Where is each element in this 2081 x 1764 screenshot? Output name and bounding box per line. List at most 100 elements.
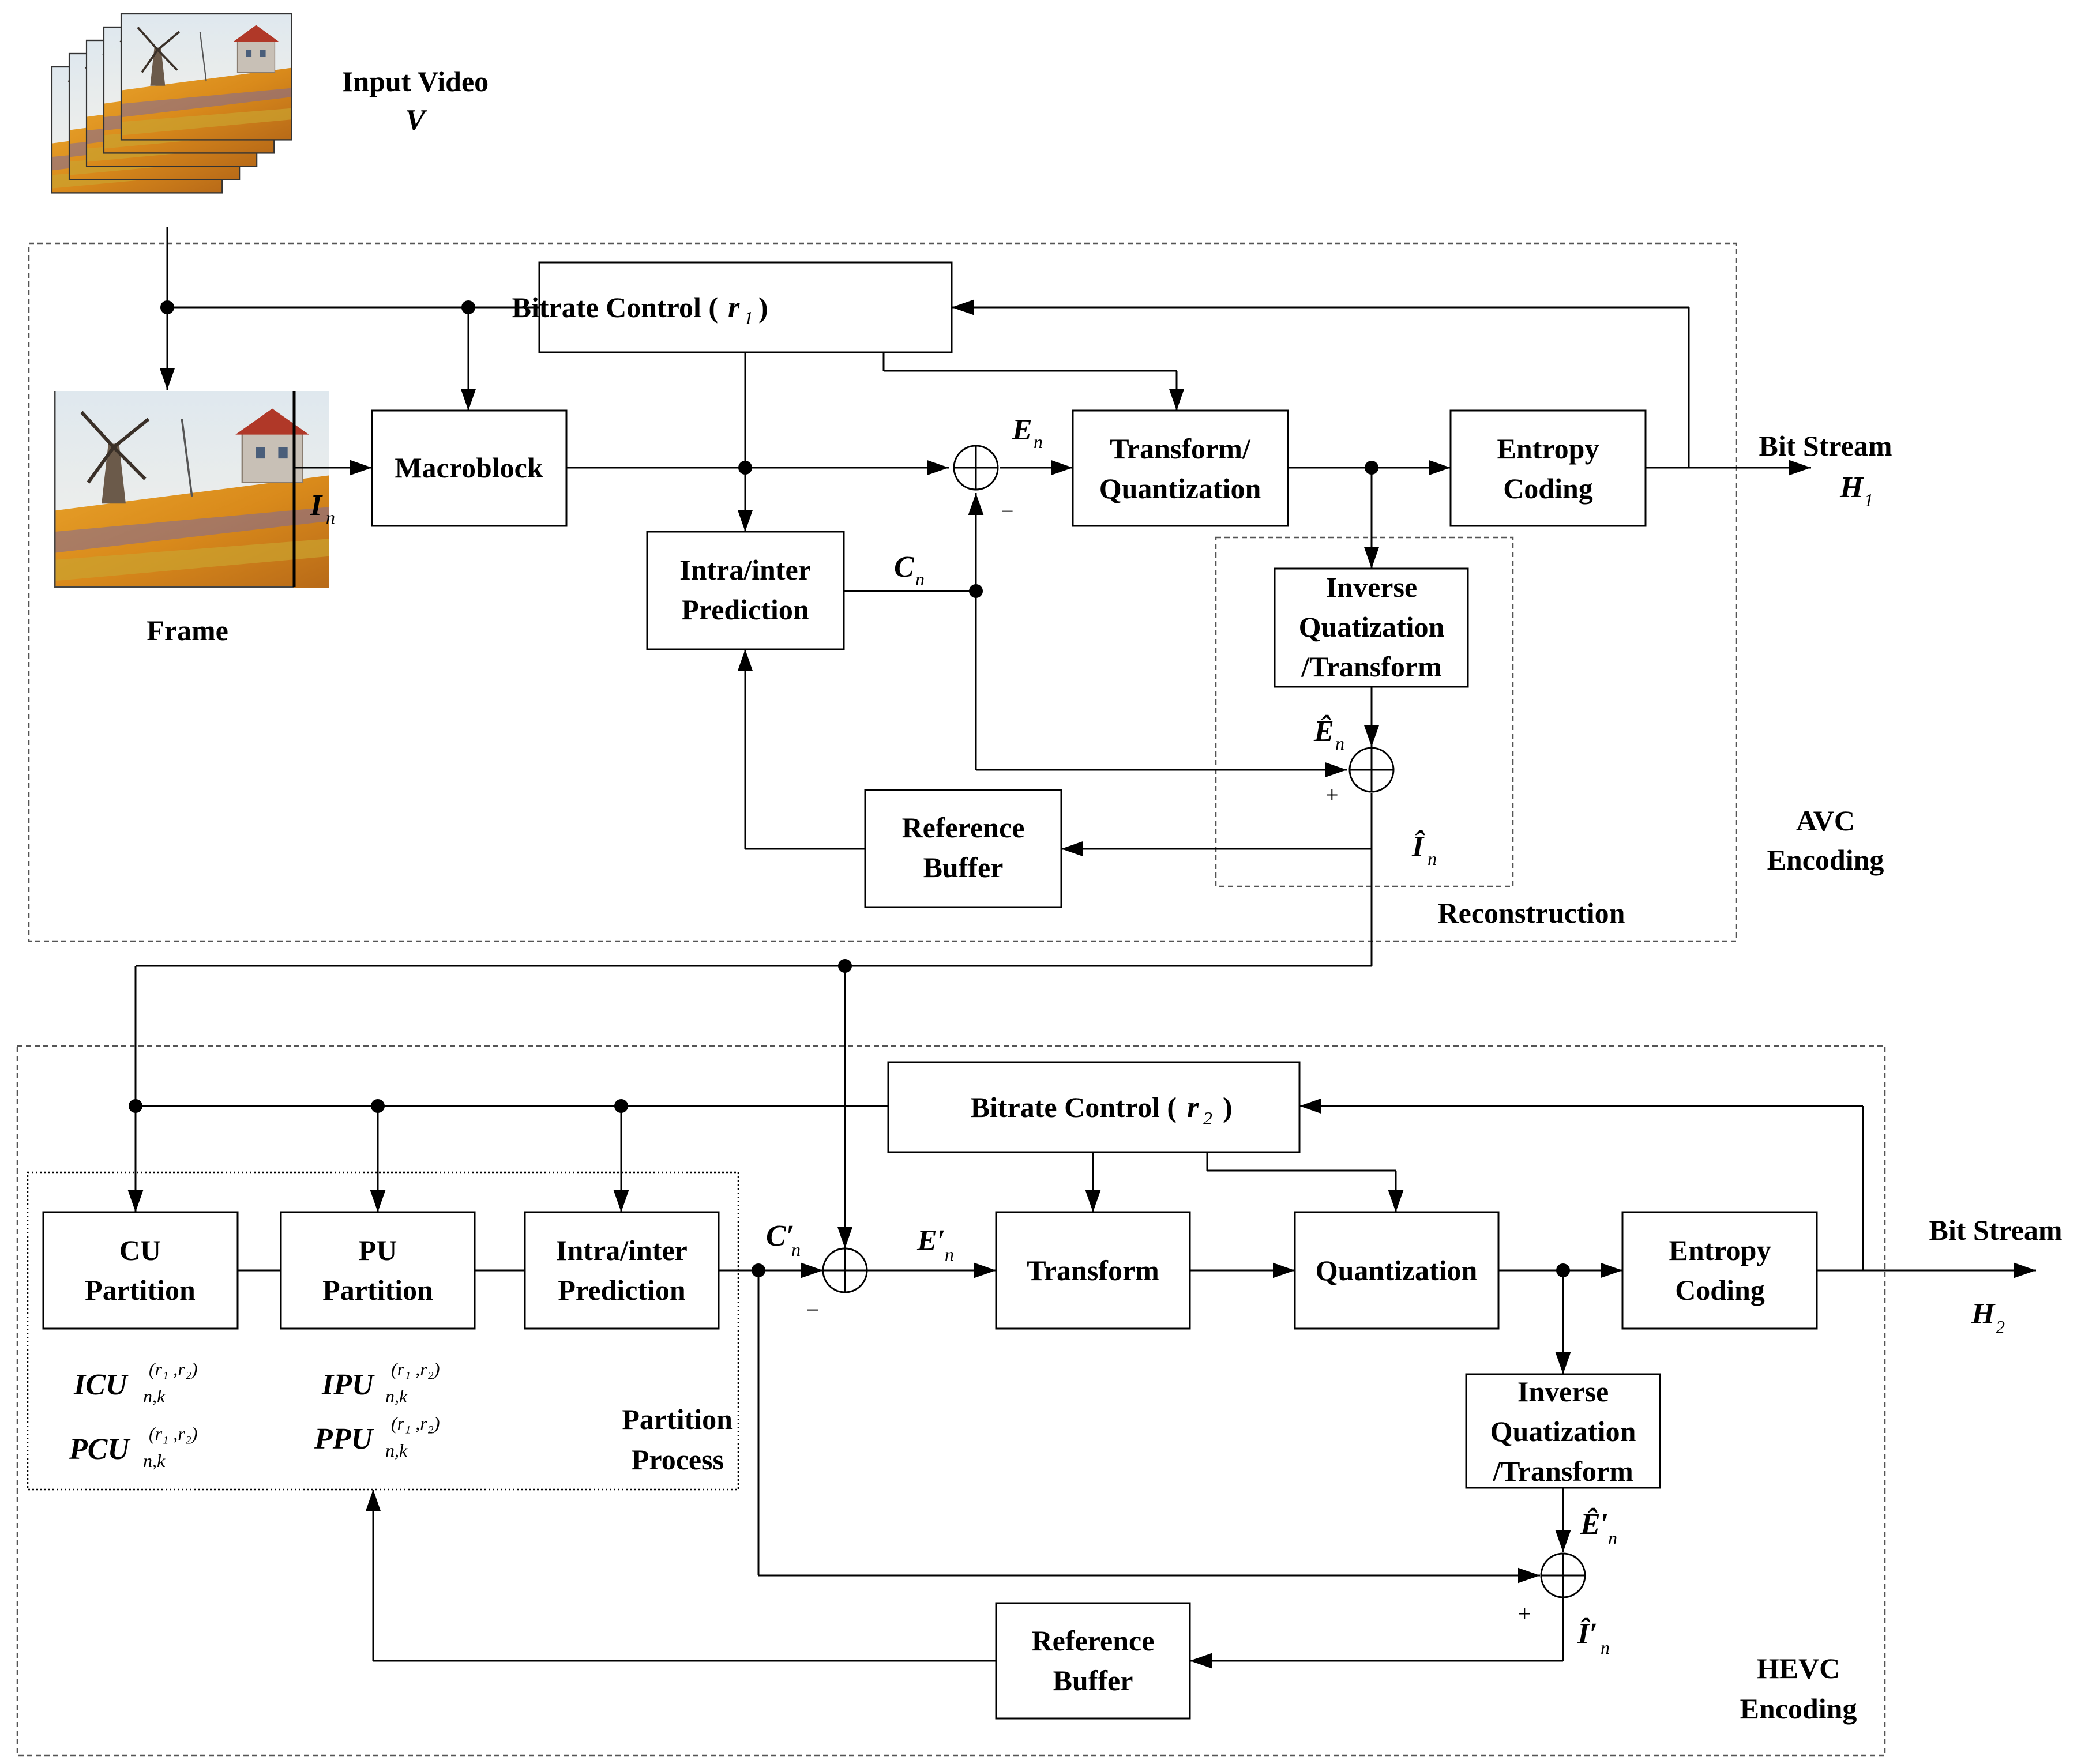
hevc-adder xyxy=(1540,1552,1586,1598)
svg-text:I: I xyxy=(310,489,323,522)
avc-entropy-line2: Coding xyxy=(1503,472,1593,505)
cu-line2: Partition xyxy=(85,1274,196,1306)
svg-text:E′: E′ xyxy=(916,1224,945,1257)
avc-inverse-quantization-transform: Inverse Quatization /Transform xyxy=(1274,567,1469,688)
hevc-subtractor xyxy=(822,1247,868,1293)
svg-text:(r₁ ,r₂): (r₁ ,r₂) xyxy=(391,1359,440,1379)
avc-bitrate-subscript: 1 xyxy=(744,307,753,328)
avc-ihat-symbol: Î n xyxy=(1411,830,1437,869)
svg-text:n: n xyxy=(1428,848,1437,869)
hevc-bitrate-symbol: r xyxy=(1187,1091,1199,1124)
hevc-intra-inter-prediction: Intra/inter Prediction xyxy=(524,1211,720,1330)
reconstruction-label: Reconstruction xyxy=(1438,897,1625,929)
hevc-bitstream-label: Bit Stream xyxy=(1929,1214,2063,1246)
avc-inverse-line3: /Transform xyxy=(1301,650,1441,683)
hevc-refbuf-line2: Buffer xyxy=(1053,1664,1133,1697)
hevc-wires xyxy=(136,1098,2036,1669)
ppu-symbol: PPU (r₁ ,r₂) n,k xyxy=(314,1413,440,1461)
avc-ehat-symbol: Ê n xyxy=(1313,714,1344,754)
partition-label-1: Partition xyxy=(622,1403,733,1435)
hevc-entropy-coding: Entropy Coding xyxy=(1621,1211,1818,1330)
svg-text:ICU: ICU xyxy=(73,1368,129,1401)
avc-transform-line1: Transform/ xyxy=(1110,432,1251,465)
avc-junction-dots xyxy=(160,300,1378,598)
svg-text:IPU: IPU xyxy=(321,1368,375,1401)
svg-text:n: n xyxy=(1335,733,1344,754)
svg-text:n: n xyxy=(1608,1528,1617,1548)
hevc-quantization-block: Quantization xyxy=(1294,1211,1500,1330)
macroblock-label: Macroblock xyxy=(395,452,543,484)
svg-text:Ê: Ê xyxy=(1313,714,1334,748)
hevc-intra-line2: Prediction xyxy=(558,1274,685,1306)
avc-region-label-1: AVC xyxy=(1796,804,1855,837)
hevc-ehat-symbol: Ê′ n xyxy=(1580,1507,1617,1548)
input-video-title: Input Video xyxy=(342,65,489,97)
hevc-junction-dots xyxy=(129,1099,1570,1277)
svg-text:PPU: PPU xyxy=(314,1423,374,1455)
svg-text:2: 2 xyxy=(1996,1317,2005,1337)
hevc-inverse-line3: /Transform xyxy=(1492,1455,1633,1487)
hevc-inverse-line1: Inverse xyxy=(1517,1375,1609,1408)
svg-text:n: n xyxy=(791,1239,801,1260)
svg-text:(r₁ ,r₂): (r₁ ,r₂) xyxy=(149,1359,197,1379)
svg-text:E: E xyxy=(1012,413,1032,446)
reconstruction-region xyxy=(1215,536,1514,887)
avc-plus-sign: + xyxy=(1325,782,1339,808)
avc-inverse-line1: Inverse xyxy=(1326,571,1417,603)
hevc-quantization-label: Quantization xyxy=(1316,1254,1478,1287)
avc-intra-line2: Prediction xyxy=(681,593,809,626)
avc-bitrate-symbol: r xyxy=(728,291,740,324)
avc-intra-line1: Intra/inter xyxy=(679,554,811,586)
svg-text:1: 1 xyxy=(1864,490,1873,510)
avc-wires xyxy=(159,227,1811,966)
avc-adder xyxy=(1348,747,1395,793)
svg-text:Î: Î xyxy=(1411,830,1425,863)
hevc-en-symbol: E′ n xyxy=(916,1224,954,1265)
hevc-inverse-quantization-transform: Inverse Quatization /Transform xyxy=(1465,1373,1661,1489)
avc-in-symbol: I n xyxy=(310,489,335,528)
hevc-region-label-1: HEVC xyxy=(1757,1652,1840,1684)
hevc-bitrate-control: Bitrate Control ( r 2 ) xyxy=(887,1061,1301,1153)
cross-coder-wires xyxy=(127,959,1372,1248)
svg-text:n: n xyxy=(945,1244,954,1265)
avc-region-label-2: Encoding xyxy=(1767,844,1884,876)
avc-refbuf-line2: Buffer xyxy=(923,851,1004,883)
partition-label-2: Process xyxy=(632,1443,724,1476)
pu-line1: PU xyxy=(359,1234,397,1266)
svg-text:n: n xyxy=(326,507,335,528)
svg-text:H: H xyxy=(1971,1297,1996,1330)
hevc-ihat-symbol: Î′ n xyxy=(1577,1617,1610,1658)
frame-label: Frame xyxy=(147,614,228,646)
hevc-h2-symbol: H 2 xyxy=(1971,1297,2005,1337)
svg-text:C: C xyxy=(894,551,915,584)
hevc-bitrate-subscript: 2 xyxy=(1203,1108,1212,1129)
avc-bitstream-label: Bit Stream xyxy=(1759,430,1892,462)
macroblock-block: Macroblock xyxy=(371,409,568,527)
avc-bitrate-label: Bitrate Control ( xyxy=(512,291,718,324)
partition-process-region xyxy=(27,1171,739,1491)
svg-text:n,k: n,k xyxy=(385,1440,408,1461)
svg-text:n: n xyxy=(1601,1637,1610,1658)
ipu-symbol: IPU (r₁ ,r₂) n,k xyxy=(321,1359,440,1406)
frame-image xyxy=(55,391,329,588)
svg-text:Ê′: Ê′ xyxy=(1580,1507,1609,1541)
hevc-transform-label: Transform xyxy=(1027,1254,1159,1287)
pu-line2: Partition xyxy=(322,1274,433,1306)
svg-text:n,k: n,k xyxy=(143,1450,166,1471)
avc-cn-symbol: C n xyxy=(894,551,925,589)
svg-text:(r₁ ,r₂): (r₁ ,r₂) xyxy=(149,1423,197,1444)
avc-entropy-coding: Entropy Coding xyxy=(1449,409,1647,527)
hevc-reference-buffer: Reference Buffer xyxy=(995,1602,1191,1720)
svg-text:PCU: PCU xyxy=(69,1433,130,1466)
hevc-inverse-line2: Quatization xyxy=(1490,1415,1636,1447)
svg-text:H: H xyxy=(1839,471,1864,504)
icu-symbol: ICU (r₁ ,r₂) n,k xyxy=(73,1359,197,1406)
avc-entropy-line1: Entropy xyxy=(1497,432,1599,465)
avc-transform-line2: Quantization xyxy=(1099,472,1261,505)
hevc-cn-symbol: C′ n xyxy=(766,1220,801,1260)
avc-reference-buffer: Reference Buffer xyxy=(864,789,1062,908)
avc-transform-quantization: Transform/ Quantization xyxy=(1072,409,1289,527)
hevc-refbuf-line1: Reference xyxy=(1032,1624,1155,1657)
avc-subtractor xyxy=(953,445,999,491)
